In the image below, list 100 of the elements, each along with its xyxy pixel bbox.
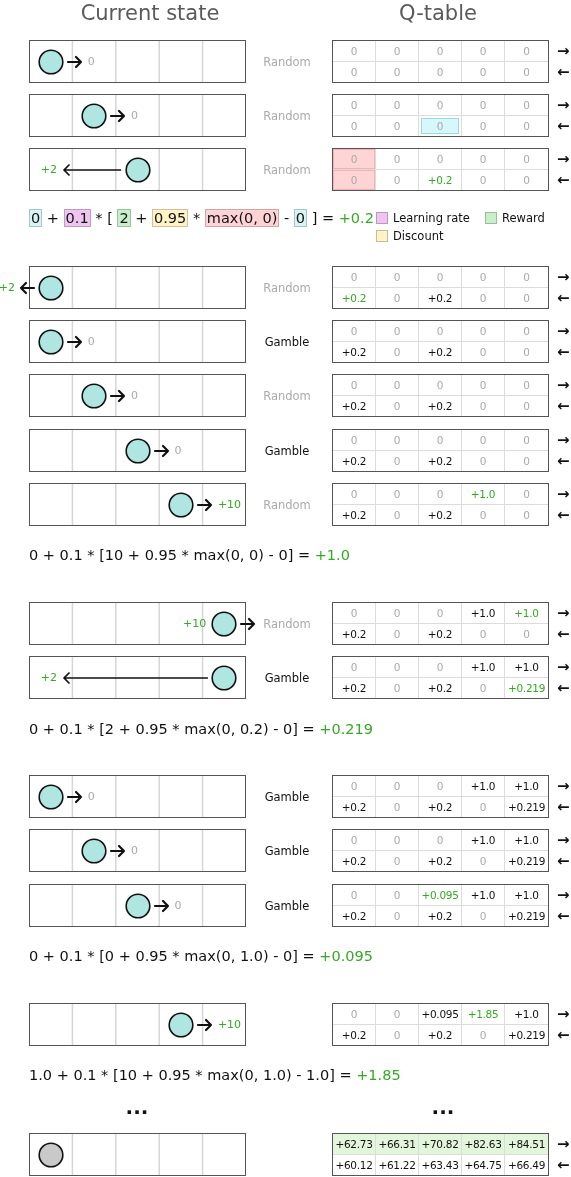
table-cell: 0 bbox=[376, 504, 419, 525]
table-cell-text: 0 bbox=[522, 118, 531, 134]
table-cell: 0 bbox=[376, 830, 419, 851]
table-cell: +0.2 bbox=[333, 287, 376, 308]
table-cell-text: 0 bbox=[522, 344, 531, 360]
table-cell: 0 bbox=[333, 41, 376, 62]
table-cell: 0 bbox=[333, 115, 376, 136]
table-cell: 0 bbox=[376, 850, 419, 871]
table-cell: +1.0 bbox=[462, 830, 505, 851]
table-cell: 0 bbox=[419, 95, 462, 116]
row-header: ← bbox=[557, 289, 570, 307]
action-label: Random bbox=[263, 108, 311, 123]
table-cell: 0 bbox=[376, 321, 419, 342]
table-cell: +0.2 bbox=[333, 1024, 376, 1045]
table-cell: +0.2 bbox=[333, 341, 376, 362]
action-label: Gamble bbox=[264, 843, 310, 858]
row-header: → bbox=[557, 777, 570, 795]
table-cell: 0 bbox=[462, 395, 505, 416]
table-cell: 0 bbox=[419, 267, 462, 288]
table-cell: +63.43 bbox=[419, 1154, 462, 1175]
table-cell-text: +0.219 bbox=[506, 680, 547, 696]
table-cell: 0 bbox=[462, 677, 505, 698]
table-cell: 0 bbox=[462, 267, 505, 288]
table-cell: 0 bbox=[376, 623, 419, 644]
table-cell-text: 0 bbox=[522, 172, 531, 188]
table-cell: 0 bbox=[419, 41, 462, 62]
table-cell: +62.73 bbox=[333, 1134, 376, 1155]
table-cell: +84.51 bbox=[505, 1134, 548, 1155]
table-cell: 0 bbox=[333, 885, 376, 906]
table-cell: 0 bbox=[376, 796, 419, 817]
table-cell: +0.2 bbox=[333, 796, 376, 817]
table-cell: 0 bbox=[333, 61, 376, 82]
equation: 0 + 0.1 * [10 + 0.95 * max(0, 0) - 0] = +1.0 bbox=[29, 546, 350, 565]
reward-value: 0 bbox=[131, 109, 139, 122]
table-cell: 0 bbox=[376, 95, 419, 116]
table-cell: 0 bbox=[376, 657, 419, 678]
action-label: Random bbox=[263, 280, 311, 295]
reward-value: +10 bbox=[217, 1018, 242, 1031]
table-cell: 0 bbox=[333, 95, 376, 116]
table-cell: +0.2 bbox=[333, 395, 376, 416]
action-label: Random bbox=[263, 54, 311, 69]
table-cell-text: 0 bbox=[522, 507, 531, 523]
table-cell-text: +0.219 bbox=[506, 853, 547, 869]
action-label: Gamble bbox=[264, 443, 310, 458]
table-cell: 0 bbox=[376, 395, 419, 416]
table-cell: +82.63 bbox=[462, 1134, 505, 1155]
table-cell: +1.0 bbox=[462, 657, 505, 678]
table-cell: 0 bbox=[462, 796, 505, 817]
table-cell: 0 bbox=[376, 776, 419, 797]
table-cell: 0 bbox=[462, 850, 505, 871]
row-header: → bbox=[557, 322, 570, 340]
table-cell: 0 bbox=[376, 905, 419, 926]
row-header: → bbox=[557, 886, 570, 904]
table-cell: 0 bbox=[333, 484, 376, 505]
table-cell: 0 bbox=[333, 430, 376, 451]
table-cell-text: 0 bbox=[522, 398, 531, 414]
table-cell: 0 bbox=[333, 321, 376, 342]
column-heading: Q-table bbox=[399, 0, 477, 26]
table-cell: +0.2 bbox=[419, 1024, 462, 1045]
action-label: Gamble bbox=[264, 670, 310, 685]
table-cell: 0 bbox=[462, 1024, 505, 1045]
action-label: Gamble bbox=[264, 898, 310, 913]
table-cell: +0.2 bbox=[333, 677, 376, 698]
row-header: → bbox=[557, 658, 570, 676]
row-header: ← bbox=[557, 625, 570, 643]
table-cell: 0 bbox=[462, 115, 505, 136]
table-cell: 0 bbox=[376, 169, 419, 190]
row-header: ← bbox=[557, 343, 570, 361]
reward-value: +10 bbox=[183, 617, 207, 630]
table-cell: 0 bbox=[376, 677, 419, 698]
row-header: ← bbox=[557, 852, 570, 870]
reward-value: 0 bbox=[87, 55, 95, 68]
table-cell: +0.095 bbox=[419, 885, 462, 906]
table-cell: +0.2 bbox=[419, 341, 462, 362]
table-cell-text: +0.219 bbox=[506, 1027, 547, 1043]
action-label: Random bbox=[263, 616, 311, 631]
table-cell: 0 bbox=[376, 149, 419, 170]
table-cell: 0 bbox=[376, 287, 419, 308]
row-header: ← bbox=[557, 506, 570, 524]
table-cell: +1.0 bbox=[505, 885, 548, 906]
table-cell: 0 bbox=[376, 375, 419, 396]
reward-value: +2 bbox=[0, 281, 15, 294]
table-cell: 0 bbox=[376, 267, 419, 288]
table-cell: +1.0 bbox=[505, 776, 548, 797]
row-header: → bbox=[557, 42, 570, 60]
table-cell: 0 bbox=[376, 341, 419, 362]
table-cell: 0 bbox=[462, 905, 505, 926]
table-cell: +0.2 bbox=[419, 677, 462, 698]
table-cell: +1.0 bbox=[505, 1004, 548, 1025]
legend-label: Learning rate bbox=[393, 211, 470, 225]
table-cell: 0 bbox=[419, 657, 462, 678]
row-header: ← bbox=[557, 798, 570, 816]
table-cell: +0.2 bbox=[333, 850, 376, 871]
table-cell: 0 bbox=[419, 776, 462, 797]
table-cell: 0 bbox=[333, 603, 376, 624]
equation: 1.0 + 0.1 * [10 + 0.95 * max(0, 1.0) - 1.0] = +1.85 bbox=[29, 1066, 401, 1085]
reward-value: 0 bbox=[87, 790, 95, 803]
table-cell: 0 bbox=[333, 776, 376, 797]
table-cell: 0 bbox=[462, 287, 505, 308]
row-header: ← bbox=[557, 171, 570, 189]
